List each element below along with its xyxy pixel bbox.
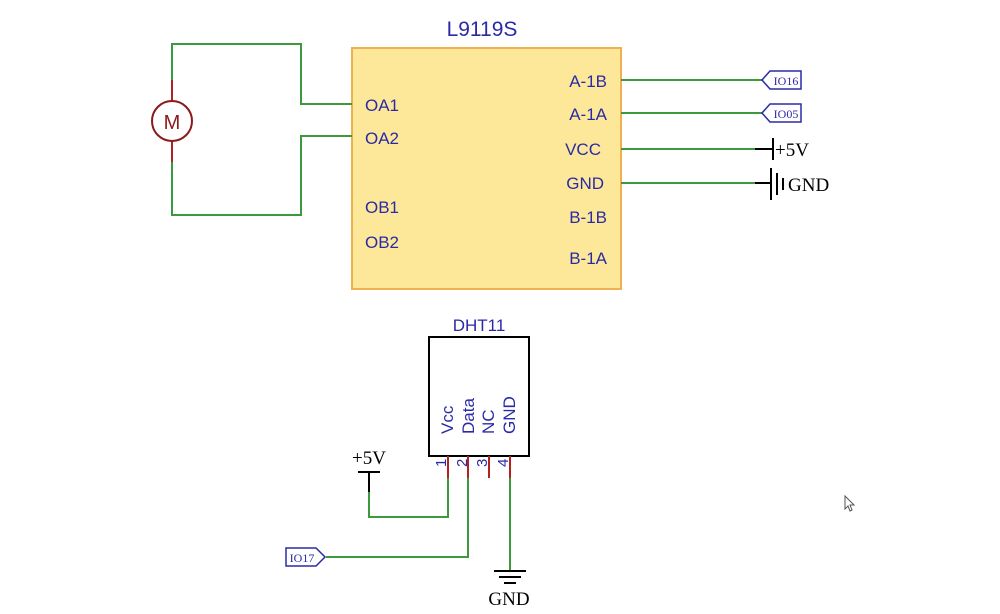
netport-io16[interactable]: IO16 — [760, 70, 802, 90]
pin-label-a-1a: A-1A — [569, 105, 607, 124]
dht11-pin-name-data: Data — [459, 398, 478, 434]
l9119s-title: L9119S — [447, 18, 518, 41]
pin-label-ob1: OB1 — [365, 198, 399, 217]
power-5v-right[interactable]: +5V — [755, 138, 809, 161]
wire-dht-data-io17[interactable] — [326, 478, 469, 558]
netport-io17[interactable]: IO17 — [285, 547, 327, 567]
pin-label-b-1a: B-1A — [569, 249, 607, 268]
pin-label-b-1b: B-1B — [569, 208, 607, 227]
power-5v-dht-label: +5V — [352, 448, 386, 469]
ground-right[interactable]: GND — [755, 168, 829, 200]
pin-label-a-1b: A-1B — [569, 72, 607, 91]
pin-label-ob2: OB2 — [365, 233, 399, 252]
netport-io05-label: IO05 — [774, 107, 799, 121]
motor-label: M — [164, 112, 181, 134]
dht11-pin-number-2: 2 — [454, 459, 471, 467]
ground-dht[interactable]: GND — [488, 570, 530, 610]
pin-label-oa2: OA2 — [365, 129, 399, 148]
dht11-pin-number-1: 1 — [433, 459, 450, 467]
dht11-pin-name-gnd: GND — [500, 396, 519, 434]
netport-io17-label: IO17 — [290, 551, 315, 565]
ground-right-label: GND — [788, 175, 829, 196]
netport-io16-label: IO16 — [774, 74, 799, 88]
power-5v-dht[interactable]: +5V — [352, 448, 386, 492]
motor-circle — [151, 100, 193, 142]
dht11-pin-name-vcc: Vcc — [438, 405, 457, 434]
l9119s-module[interactable]: L9119S OA1 OA2 OB1 OB2 A-1B A-1A VCC GND… — [351, 18, 622, 290]
mouse-cursor-icon — [844, 494, 856, 512]
wire-motor-oa1[interactable] — [171, 43, 352, 105]
netport-io05[interactable]: IO05 — [760, 103, 802, 123]
dht11-pin-number-4: 4 — [495, 459, 512, 467]
power-5v-right-label: +5V — [775, 140, 809, 161]
netport-io16-shape — [760, 70, 802, 90]
wire-motor-oa2[interactable] — [171, 135, 352, 216]
motor-symbol[interactable]: M — [151, 80, 193, 162]
dht11-sensor[interactable]: DHT11 Vcc Data NC GND 1 2 3 4 — [428, 316, 530, 478]
wire-dht-vcc[interactable] — [368, 478, 449, 518]
pin-label-oa1: OA1 — [365, 96, 399, 115]
l9119s-body[interactable] — [351, 47, 622, 290]
dht11-title: DHT11 — [453, 316, 506, 335]
pin-label-vcc: VCC — [565, 140, 601, 159]
pin-label-gnd: GND — [566, 174, 604, 193]
netport-io17-shape — [285, 547, 327, 567]
dht11-pin-name-nc: NC — [479, 409, 498, 434]
dht11-body[interactable] — [428, 336, 530, 457]
dht11-pin-number-3: 3 — [474, 459, 491, 467]
netport-io05-shape — [760, 103, 802, 123]
ground-dht-label: GND — [488, 589, 529, 610]
